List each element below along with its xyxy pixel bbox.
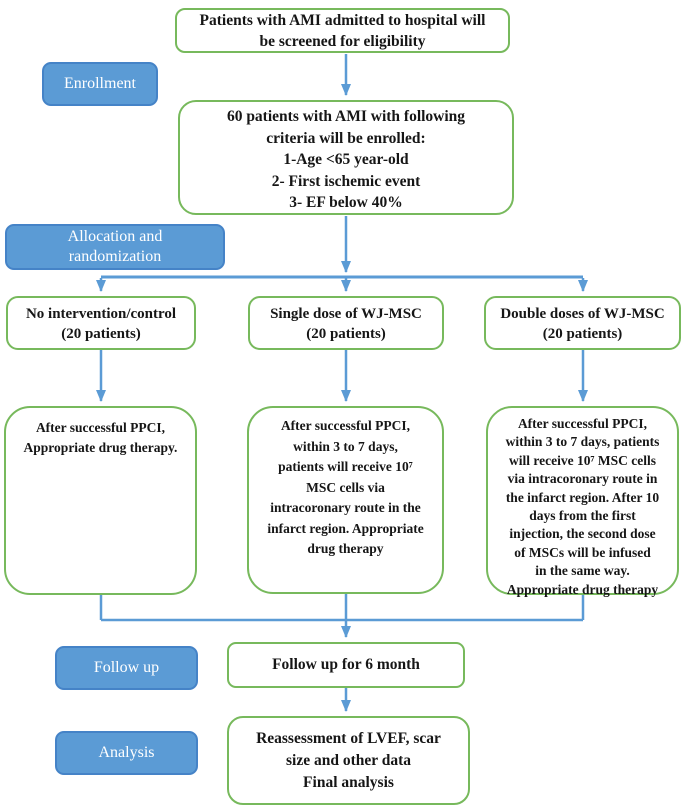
stage-label-enrollment: Enrollment [42, 62, 158, 106]
node-final-analysis: Reassessment of LVEF, scar size and othe… [227, 716, 470, 805]
node-arm-double-dose: Double doses of WJ-MSC (20 patients) [484, 296, 681, 350]
node-enrolled-criteria: 60 patients with AMI with following crit… [178, 100, 514, 215]
node-follow-up: Follow up for 6 month [227, 642, 465, 688]
node-screening: Patients with AMI admitted to hospital w… [175, 8, 510, 53]
node-arm-single-detail: After successful PPCI, within 3 to 7 day… [247, 406, 444, 594]
stage-label-analysis: Analysis [55, 731, 198, 775]
node-arm-control: No intervention/control (20 patients) [6, 296, 196, 350]
node-arm-single-dose: Single dose of WJ-MSC (20 patients) [248, 296, 444, 350]
stage-label-allocation: Allocation and randomization [5, 224, 225, 270]
stage-label-follow-up: Follow up [55, 646, 198, 690]
node-arm-double-detail: After successful PPCI, within 3 to 7 day… [486, 406, 679, 597]
node-arm-control-detail: After successful PPCI, Appropriate drug … [4, 406, 197, 595]
